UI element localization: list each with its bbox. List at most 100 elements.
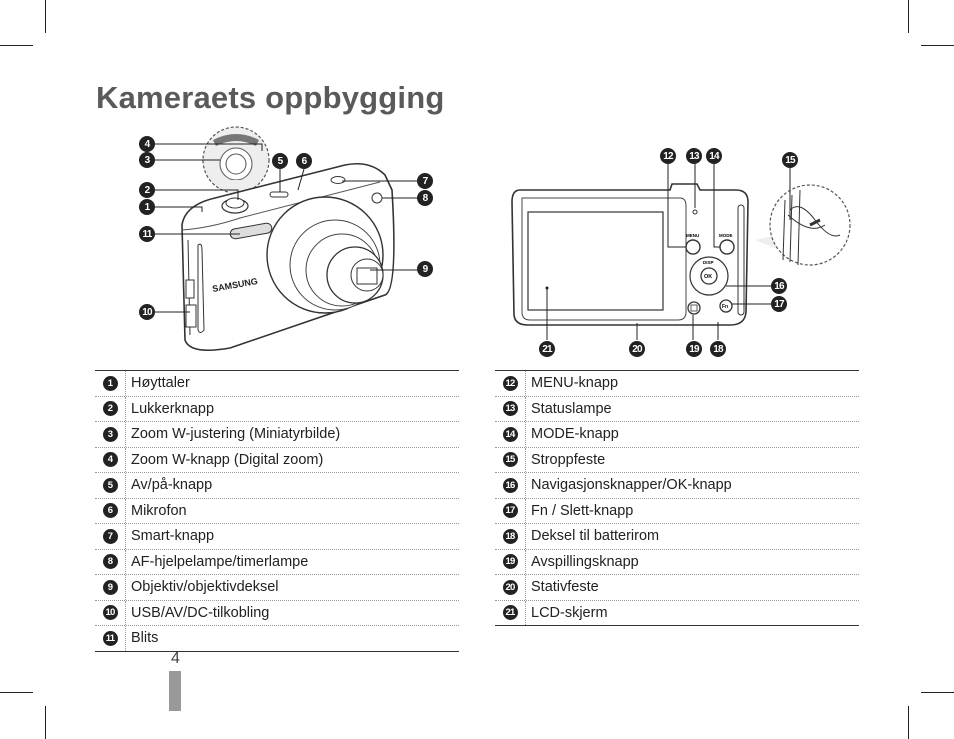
callout-7: 7 <box>417 173 433 189</box>
table-row: 18 Deksel til batterirom <box>495 524 859 550</box>
crop-mark <box>0 692 33 693</box>
part-label: AF-hjelpelampe/timerlampe <box>131 553 309 570</box>
table-row: 16 Navigasjonsknapper/OK-knapp <box>495 473 859 499</box>
part-label: Statuslampe <box>531 400 612 417</box>
callout-3: 3 <box>139 152 155 168</box>
callout-1: 1 <box>139 199 155 215</box>
part-number-badge: 8 <box>102 554 118 570</box>
part-number-badge: 5 <box>102 477 118 493</box>
table-row: 9 Objektiv/objektivdeksel <box>95 575 459 601</box>
part-number-badge: 17 <box>502 503 518 519</box>
part-label: Høyttaler <box>131 375 190 392</box>
callout-4: 4 <box>139 136 155 152</box>
table-row: 6 Mikrofon <box>95 498 459 524</box>
part-number-badge: 12 <box>502 375 518 391</box>
part-label: Avspillingsknapp <box>531 553 639 570</box>
part-number-badge: 4 <box>102 452 118 468</box>
callout-13: 13 <box>686 148 702 164</box>
part-number-badge: 21 <box>502 605 518 621</box>
disp-label: DISP <box>703 260 714 265</box>
crop-mark <box>908 0 909 33</box>
part-number-badge: 19 <box>502 554 518 570</box>
part-label: LCD-skjerm <box>531 604 608 621</box>
part-label: Navigasjonsknapper/OK-knapp <box>531 477 732 494</box>
part-label: Fn / Slett-knapp <box>531 502 634 519</box>
crop-mark <box>45 706 46 739</box>
front-camera-illustration: SAMSUNG <box>148 126 417 351</box>
callout-15: 15 <box>782 152 798 168</box>
part-label: Zoom W-knapp (Digital zoom) <box>131 451 324 468</box>
zoom-lever-detail <box>202 126 270 196</box>
page-tab-marker <box>169 671 181 711</box>
table-row: 3 Zoom W-justering (Miniatyrbilde) <box>95 422 459 448</box>
part-label: USB/AV/DC-tilkobling <box>131 604 270 621</box>
part-number-badge: 11 <box>102 630 118 646</box>
part-number-badge: 18 <box>502 528 518 544</box>
callout-17: 17 <box>771 296 787 312</box>
part-label: Zoom W-justering (Miniatyrbilde) <box>131 426 341 443</box>
part-number-badge: 16 <box>502 477 518 493</box>
callout-16: 16 <box>771 278 787 294</box>
callout-8: 8 <box>417 190 433 206</box>
table-row: 17 Fn / Slett-knapp <box>495 498 859 524</box>
table-row: 21 LCD-skjerm <box>495 600 859 625</box>
table-row: 8 AF-hjelpelampe/timerlampe <box>95 549 459 575</box>
page-number: 4 <box>171 650 180 667</box>
table-row: 20 Stativfeste <box>495 575 859 601</box>
callout-19: 19 <box>686 341 702 357</box>
page-title: Kameraets oppbygging <box>96 80 445 115</box>
part-label: MENU-knapp <box>531 375 619 392</box>
table-row: 5 Av/på-knapp <box>95 473 459 499</box>
callout-12: 12 <box>660 148 676 164</box>
mode-button-label: MODE <box>719 233 733 238</box>
part-label: Lukkerknapp <box>131 400 215 417</box>
table-row: 12 MENU-knapp <box>495 371 859 397</box>
front-parts-table: 1 Høyttaler 2 Lukkerknapp 3 Zoom W-justerin… <box>95 370 459 652</box>
part-number-badge: 13 <box>502 401 518 417</box>
strap-detail <box>755 184 851 266</box>
callout-20: 20 <box>629 341 645 357</box>
menu-button-label: MENU <box>686 233 699 238</box>
part-number-badge: 7 <box>102 528 118 544</box>
callout-5: 5 <box>272 153 288 169</box>
part-number-badge: 6 <box>102 503 118 519</box>
part-number-badge: 3 <box>102 426 118 442</box>
part-label: Deksel til batterirom <box>531 528 660 545</box>
part-label: Stroppfeste <box>531 451 606 468</box>
fn-button-label: Fn <box>722 304 728 310</box>
part-number-badge: 9 <box>102 579 118 595</box>
part-label: Stativfeste <box>531 579 599 596</box>
table-row: 4 Zoom W-knapp (Digital zoom) <box>95 447 459 473</box>
callout-18: 18 <box>710 341 726 357</box>
callout-2: 2 <box>139 182 155 198</box>
table-row: 11 Blits <box>95 626 459 651</box>
part-label: Objektiv/objektivdeksel <box>131 579 279 596</box>
crop-mark <box>908 706 909 739</box>
lcd-screen <box>527 211 664 311</box>
part-label: Mikrofon <box>131 502 187 519</box>
part-number-badge: 2 <box>102 401 118 417</box>
table-row: 1 Høyttaler <box>95 371 459 397</box>
part-number-badge: 15 <box>502 452 518 468</box>
table-row: 10 USB/AV/DC-tilkobling <box>95 600 459 626</box>
callout-21: 21 <box>539 341 555 357</box>
part-label: Blits <box>131 630 159 647</box>
table-row: 2 Lukkerknapp <box>95 396 459 422</box>
table-row: 15 Stroppfeste <box>495 447 859 473</box>
callout-10: 10 <box>139 304 155 320</box>
table-row: 19 Avspillingsknapp <box>495 549 859 575</box>
crop-mark <box>921 692 954 693</box>
callout-11: 11 <box>139 226 155 242</box>
part-number-badge: 10 <box>102 605 118 621</box>
callout-14: 14 <box>706 148 722 164</box>
back-camera-illustration: MENU MODE OK DISP Fn <box>511 164 851 340</box>
part-number-badge: 1 <box>102 375 118 391</box>
crop-mark <box>45 0 46 33</box>
part-number-badge: 20 <box>502 579 518 595</box>
part-label: Av/på-knapp <box>131 477 213 494</box>
callout-6: 6 <box>296 153 312 169</box>
callout-9: 9 <box>417 261 433 277</box>
